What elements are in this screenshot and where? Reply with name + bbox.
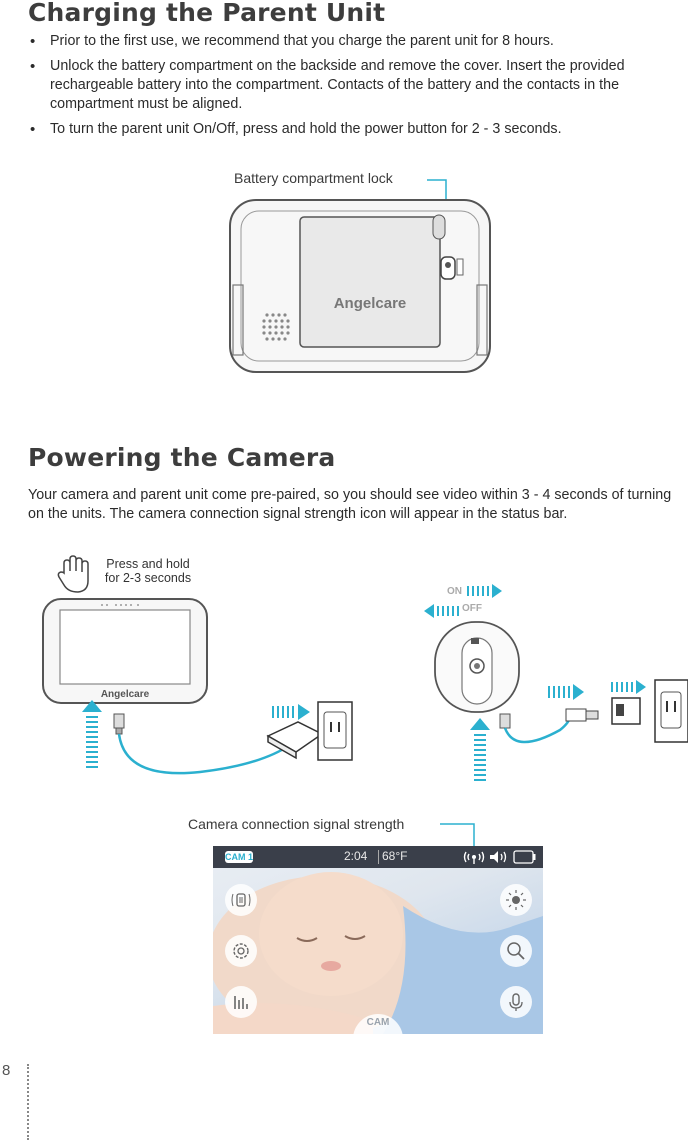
on-label: ON	[447, 586, 462, 597]
cam-switch-tab[interactable]: CAM	[353, 1014, 403, 1034]
hand-pointer-icon	[57, 555, 89, 593]
gear-icon	[233, 943, 249, 959]
angelcare-logo: Angelcare	[334, 295, 407, 312]
bullet-item: Unlock the battery compartment on the ba…	[28, 57, 678, 114]
parent-unit-front-illustration: Angelcare	[42, 598, 208, 704]
signal-strength-callout: Camera connection signal strength	[188, 816, 405, 832]
signal-strength-icon	[463, 851, 485, 864]
speaker-volume-icon[interactable]	[488, 849, 510, 865]
parent-unit-back-illustration: Angelcare	[229, 199, 491, 373]
bullet-item: Prior to the first use, we recommend tha…	[28, 32, 678, 51]
status-temperature: 68°F	[382, 849, 408, 863]
search-icon	[507, 942, 525, 960]
section-title-charging: Charging the Parent Unit	[28, 0, 386, 27]
brightness-button[interactable]	[500, 884, 532, 916]
movement-sensor-button[interactable]	[225, 884, 257, 916]
press-hold-line2: for 2-3 seconds	[104, 571, 192, 585]
status-bar: CAM 1 2:04 68°F	[213, 846, 543, 868]
section-title-powering: Powering the Camera	[28, 443, 336, 472]
parent-unit-screen: CAM 1 2:04 68°F	[213, 846, 543, 1034]
battery-icon	[513, 850, 536, 864]
zoom-button[interactable]	[500, 935, 532, 967]
press-hold-label: Press and hold for 2-3 seconds	[98, 557, 198, 585]
sleeping-baby-image	[213, 872, 543, 1034]
camera-power-illustration	[424, 584, 688, 781]
signal-callout-line	[440, 823, 475, 850]
movement-sensor-icon	[231, 893, 251, 907]
status-separator	[378, 850, 379, 864]
sound-level-button[interactable]	[225, 986, 257, 1018]
battery-lock-callout: Battery compartment lock	[234, 170, 393, 186]
cam-badge[interactable]: CAM 1	[225, 851, 254, 863]
angelcare-logo-front: Angelcare	[101, 689, 150, 700]
settings-button[interactable]	[225, 935, 257, 967]
talk-button[interactable]	[500, 986, 532, 1018]
microphone-icon	[509, 993, 523, 1011]
page-number: 8	[2, 1062, 11, 1079]
left-power-wiring	[82, 700, 353, 775]
sound-bars-icon	[234, 996, 248, 1009]
page-margin-dots	[27, 1064, 29, 1140]
bullet-item: To turn the parent unit On/Off, press an…	[28, 120, 678, 139]
powering-paragraph: Your camera and parent unit come pre-pai…	[28, 487, 672, 522]
press-hold-line1: Press and hold	[106, 557, 190, 571]
brightness-icon	[506, 890, 526, 910]
off-label: OFF	[462, 603, 482, 614]
charging-bullets: Prior to the first use, we recommend tha…	[28, 32, 678, 145]
status-time: 2:04	[344, 849, 368, 863]
